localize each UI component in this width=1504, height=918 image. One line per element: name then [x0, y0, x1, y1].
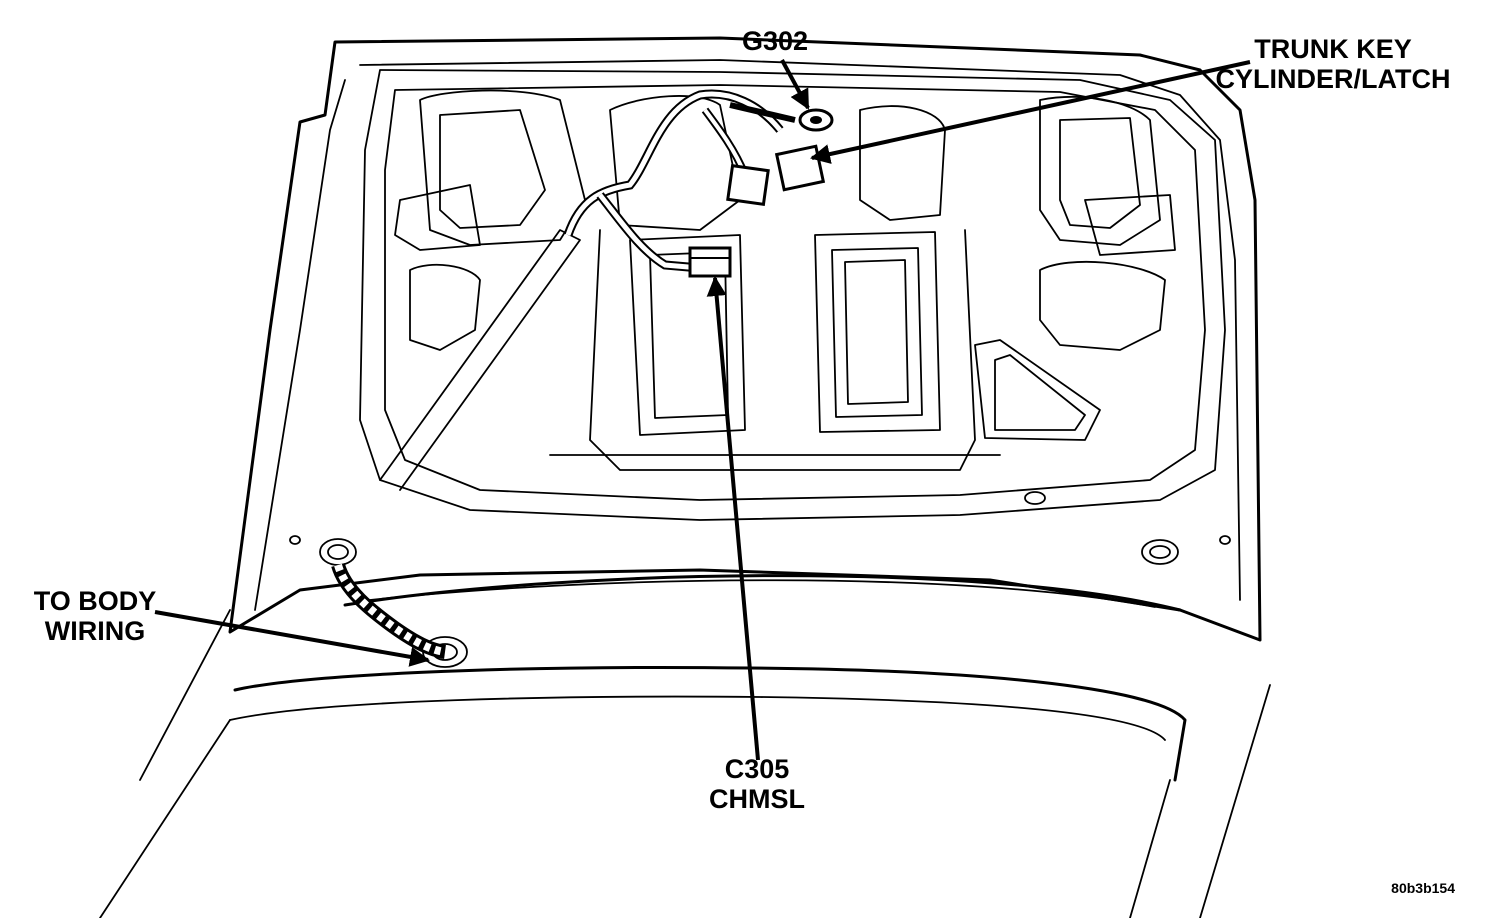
label-body-wiring-line1: TO BODY	[34, 586, 157, 616]
label-c305-line1: C305	[725, 754, 790, 784]
arrow-c305	[706, 276, 760, 761]
label-g302: G302	[742, 26, 808, 56]
trunk-lid-outline	[228, 36, 1262, 642]
inner-panel-structure	[379, 89, 1176, 491]
label-trunk-key-line2: CYLINDER/LATCH	[1216, 64, 1451, 94]
label-body-wiring-line2: WIRING	[45, 616, 146, 646]
arrow-g302	[780, 59, 810, 110]
connector-trunk-latch	[726, 144, 826, 207]
connector-c305	[688, 246, 732, 278]
leader-arrows	[154, 59, 1251, 761]
label-c305-line2: CHMSL	[709, 784, 805, 814]
label-trunk-key-line1: TRUNK KEY	[1254, 34, 1412, 64]
callout-labels: G302 TRUNK KEY CYLINDER/LATCH TO BODY WI…	[34, 26, 1455, 896]
ground-g302	[798, 108, 834, 132]
arrow-trunk-key	[810, 60, 1251, 164]
figure-id: 80b3b154	[1391, 880, 1455, 896]
arrow-body-wiring	[154, 610, 430, 667]
rear-deck-opening	[99, 574, 1271, 918]
